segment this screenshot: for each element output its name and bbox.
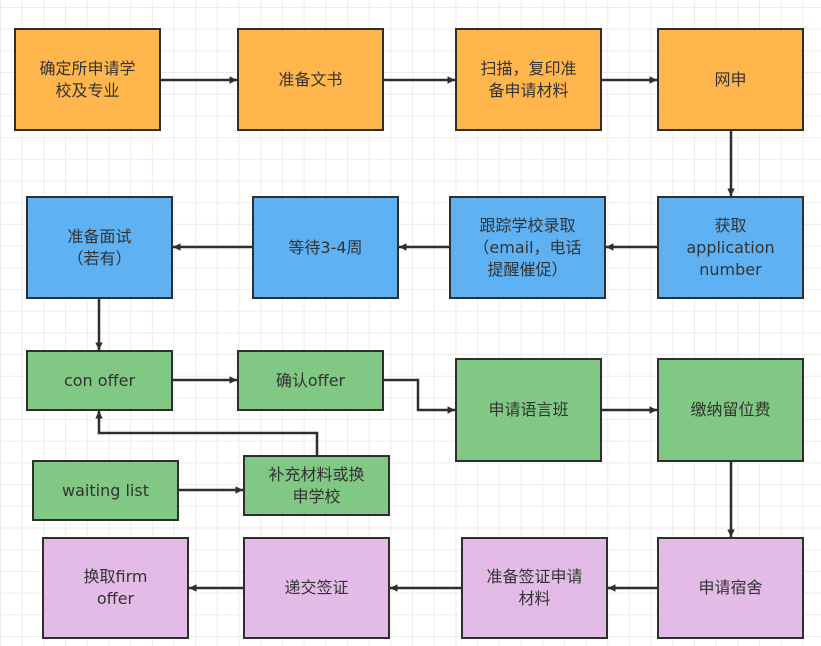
node-waiting-list[interactable]: waiting list [32,460,179,521]
node-submit-visa[interactable]: 递交签证 [243,537,390,639]
edge-n10-to-n11 [384,378,455,414]
node-choose-school-major[interactable]: 确定所申请学 校及专业 [14,28,161,131]
node-track-admission[interactable]: 跟踪学校录取 （email，电话 提醒催促） [449,196,606,299]
node-scan-copy-materials[interactable]: 扫描，复印准 备申请材料 [455,28,602,131]
node-get-application-number[interactable]: 获取 application number [657,196,804,299]
node-wait-3-4-weeks[interactable]: 等待3-4周 [252,196,399,299]
node-online-application[interactable]: 网申 [657,28,804,131]
node-firm-offer[interactable]: 换取firm offer [42,537,189,639]
node-con-offer[interactable]: con offer [26,350,173,411]
node-apply-language-course[interactable]: 申请语言班 [455,358,602,462]
node-pay-deposit[interactable]: 缴纳留位费 [657,358,804,462]
node-supplement-or-switch[interactable]: 补充材料或换 申学校 [243,455,390,516]
node-confirm-offer[interactable]: 确认offer [237,350,384,411]
node-apply-accommodation[interactable]: 申请宿舍 [657,537,804,639]
node-prepare-interview[interactable]: 准备面试 （若有） [26,196,173,299]
node-prepare-visa-materials[interactable]: 准备签证申请 材料 [461,537,608,639]
edge-n14-to-n9 [95,411,319,455]
node-prepare-documents[interactable]: 准备文书 [237,28,384,131]
